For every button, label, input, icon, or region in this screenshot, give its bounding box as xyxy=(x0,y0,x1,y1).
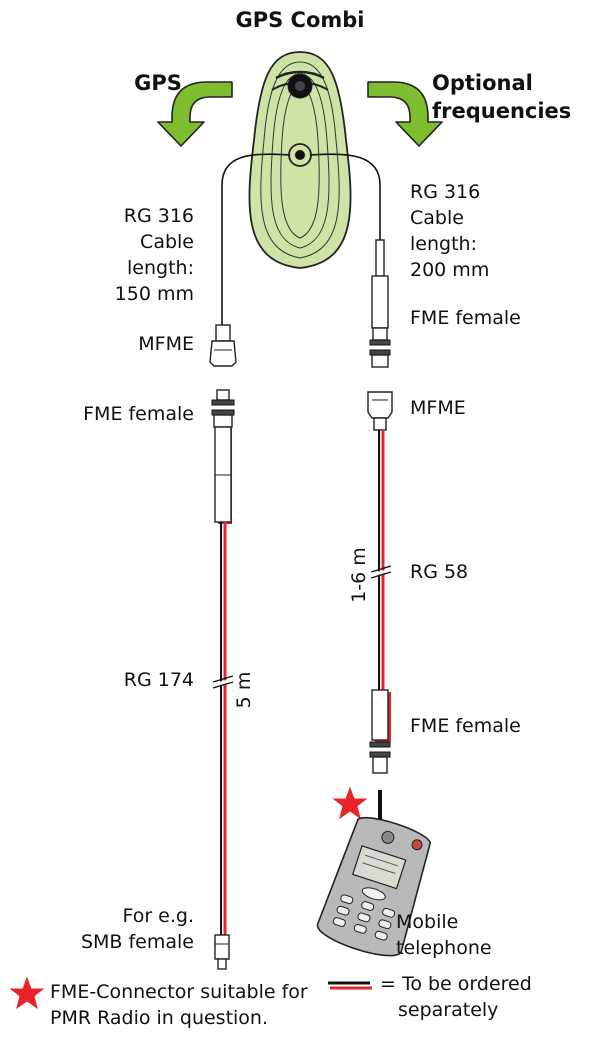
smb-label-line2: SMB female xyxy=(81,931,194,953)
right-cable-length-label: length: xyxy=(410,233,477,255)
optional-frequencies-header-line2: frequencies xyxy=(432,99,571,123)
legend-line-text-line1: = To be ordered xyxy=(380,973,532,995)
fme-female-left-label: FME female xyxy=(83,403,194,425)
mfme-connector-right-icon xyxy=(367,391,393,431)
right-cable-type: RG 316 xyxy=(410,181,480,203)
fme-female-left-icon xyxy=(211,389,235,524)
mobile-telephone-label-line1: Mobile xyxy=(396,911,458,933)
left-cable-length-label: length: xyxy=(127,257,194,279)
left-cable-length: 150 mm xyxy=(115,283,194,305)
left-arrow-icon xyxy=(157,81,233,147)
mobile-telephone-label-line2: telephone xyxy=(396,937,492,959)
fme-female-right-bottom-icon xyxy=(369,689,391,774)
mfme-left-label: MFME xyxy=(138,333,194,355)
left-cable-type: RG 316 xyxy=(124,205,194,227)
mfme-right-label: MFME xyxy=(410,397,466,419)
smb-female-connector-icon xyxy=(214,934,230,970)
rg174-length-label: 5 m xyxy=(233,672,255,709)
rg174-cable xyxy=(212,522,234,935)
legend-star-text-line2: PMR Radio in question. xyxy=(50,1007,268,1029)
left-cable-label: Cable xyxy=(140,231,194,253)
legend-line-text-line2: separately xyxy=(398,999,498,1021)
rg174-label: RG 174 xyxy=(124,669,194,691)
rg58-cable xyxy=(370,430,392,690)
gps-combi-antenna-icon xyxy=(248,51,352,269)
legend-star-text-line1: FME-Connector suitable for xyxy=(50,981,308,1003)
fme-female-right-bottom-label: FME female xyxy=(410,715,521,737)
rg58-label: RG 58 xyxy=(410,561,468,583)
smb-label-line1: For e.g. xyxy=(122,905,194,927)
right-arrow-icon xyxy=(367,81,443,147)
right-cable-label: Cable xyxy=(410,207,464,229)
gps-header: GPS xyxy=(134,71,182,95)
legend-star-icon xyxy=(9,976,45,1010)
rg58-length-label: 1-6 m xyxy=(348,547,370,603)
legend-line-icon xyxy=(328,981,372,990)
fme-female-right-top-label: FME female xyxy=(410,307,521,329)
fme-female-right-top-icon xyxy=(369,239,391,368)
fme-connector-star-icon xyxy=(332,786,368,820)
mfme-connector-left-icon xyxy=(209,324,237,367)
right-cable-length: 200 mm xyxy=(410,259,489,281)
optional-frequencies-header-line1: Optional xyxy=(432,71,533,95)
diagram-title: GPS Combi xyxy=(235,8,364,32)
mobile-telephone-icon xyxy=(316,817,432,957)
